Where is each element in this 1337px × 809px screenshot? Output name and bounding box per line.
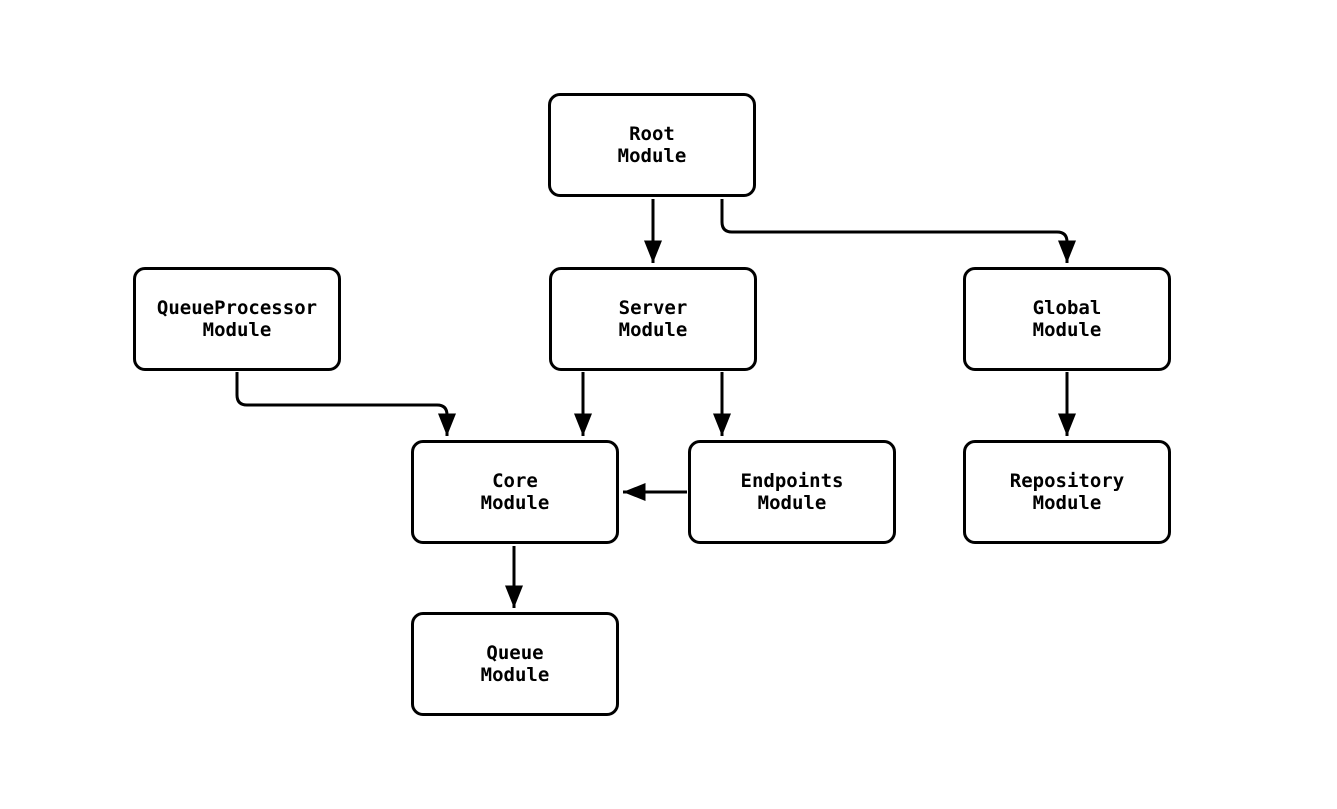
edge-root-to-global — [720, 199, 1076, 263]
node-server-module-label: Server Module — [618, 297, 688, 341]
node-core-module: Core Module — [411, 440, 619, 544]
edge-queueprocessor-to-core — [235, 372, 456, 436]
node-endpoints-module-label: Endpoints Module — [740, 470, 844, 514]
node-root-module: Root Module — [548, 93, 756, 197]
node-repository-module: Repository Module — [963, 440, 1171, 544]
node-repository-module-label: Repository Module — [1009, 470, 1125, 514]
node-endpoints-module: Endpoints Module — [688, 440, 896, 544]
node-queue-module: Queue Module — [411, 612, 619, 716]
node-queueprocessor-module-label: QueueProcessor Module — [156, 297, 318, 341]
node-global-module: Global Module — [963, 267, 1171, 371]
node-global-module-label: Global Module — [1032, 297, 1102, 341]
node-queue-module-label: Queue Module — [480, 642, 550, 686]
node-server-module: Server Module — [549, 267, 757, 371]
node-queueprocessor-module: QueueProcessor Module — [133, 267, 341, 371]
node-root-module-label: Root Module — [617, 123, 687, 167]
node-core-module-label: Core Module — [480, 470, 550, 514]
